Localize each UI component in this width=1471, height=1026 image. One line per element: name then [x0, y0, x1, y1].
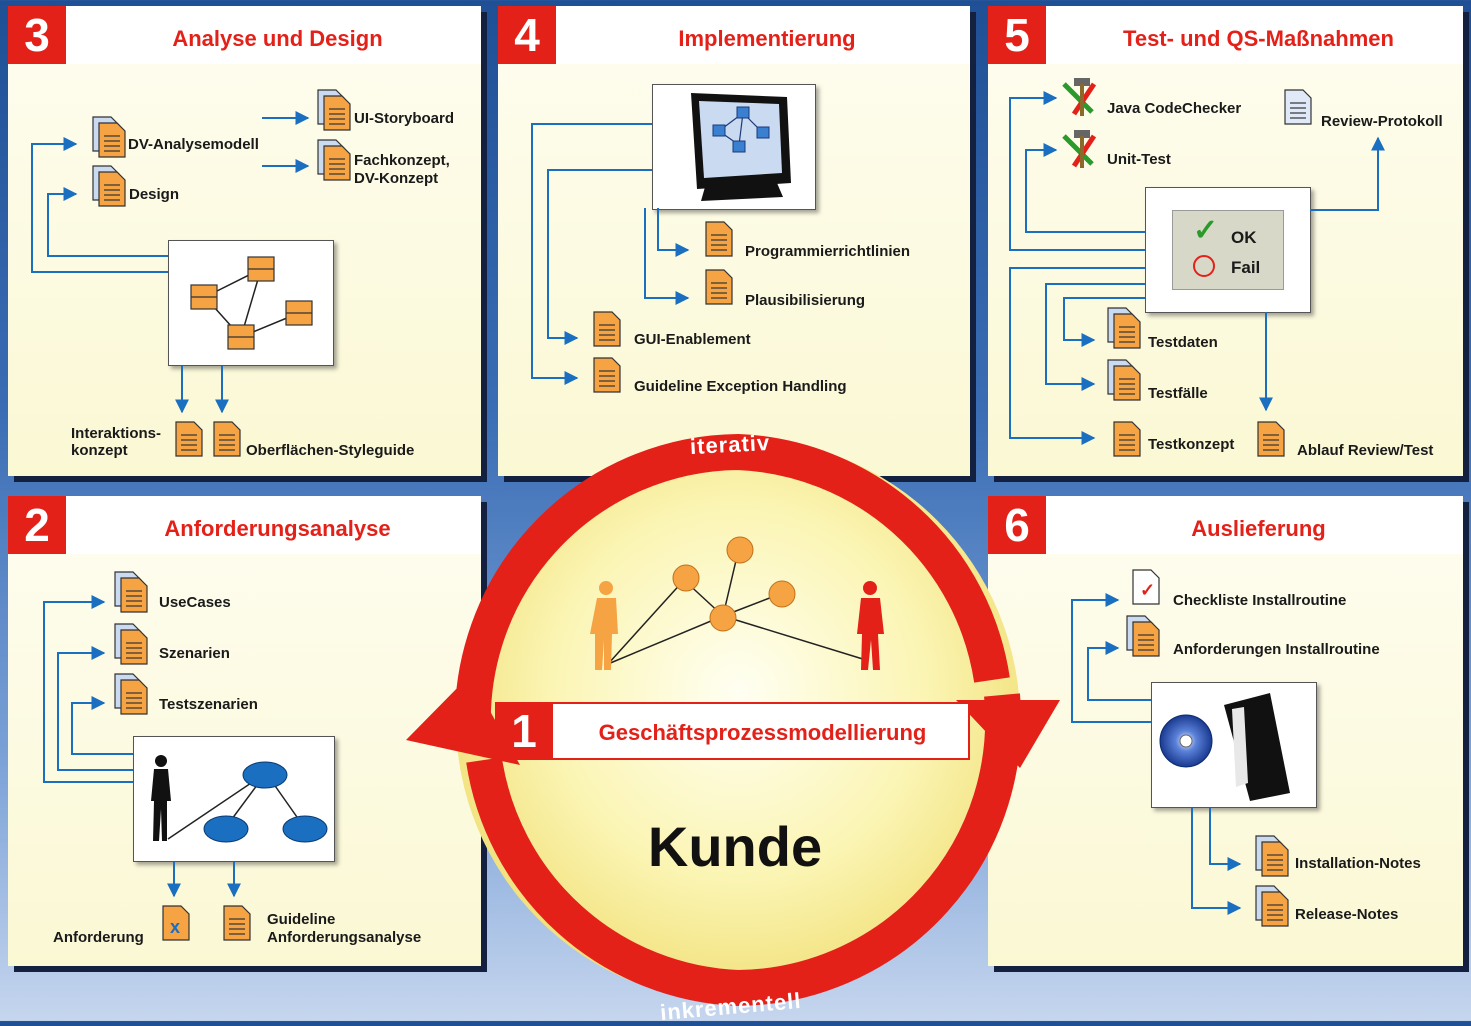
process-bar: 1 Geschäftsprozessmodellierung — [495, 702, 970, 760]
fail-circle-icon — [1193, 255, 1215, 277]
label-ok: OK — [1231, 228, 1257, 247]
usecase-diagram-box — [133, 736, 335, 862]
label-dv-analysemodell: DV-Analysemodell — [128, 136, 259, 153]
label-interaktionskonzept-1: Interaktions- — [71, 425, 162, 442]
label-design: Design — [129, 186, 180, 203]
delivery-box — [1151, 682, 1317, 808]
label-release-notes: Release-Notes — [1295, 906, 1399, 923]
process-number: 1 — [495, 702, 553, 760]
label-anforderung: Anforderung — [53, 929, 144, 946]
test-result-panel: ✓ OK Fail — [1172, 210, 1284, 290]
label-dv-konzept: DV-Konzept — [354, 170, 439, 187]
label-programmierrichtlinien: Programmierrichtlinien — [745, 243, 911, 260]
person-icon — [857, 581, 884, 670]
panel-title: Analyse und Design — [172, 26, 383, 51]
label-interaktionskonzept-2: konzept — [71, 442, 128, 459]
panel-title: Implementierung — [678, 26, 856, 51]
check-icon: ✓ — [1193, 214, 1219, 247]
panel-implementierung: 4 Implementierung — [498, 6, 970, 476]
label-anforderungen-installroutine: Anforderungen Installroutine — [1173, 641, 1380, 658]
panel-title: Anforderungsanalyse — [164, 516, 391, 541]
label-testkonzept: Testkonzept — [1148, 436, 1235, 453]
label-gui-enablement: GUI-Enablement — [634, 331, 751, 348]
label-checkliste-installroutine: Checkliste Installroutine — [1173, 592, 1347, 609]
test-result-box: ✓ OK Fail — [1145, 187, 1311, 313]
cd-binder-icon — [1159, 693, 1290, 801]
panel-header — [988, 496, 1463, 554]
label-usecases: UseCases — [159, 594, 231, 611]
label-exception-handling: Guideline Exception Handling — [634, 378, 847, 395]
panel-title: Test- und QS-Maßnahmen — [1123, 26, 1394, 51]
step-badge: 3 — [8, 6, 66, 64]
step-badge: 5 — [988, 6, 1046, 64]
label-unit-test: Unit-Test — [1107, 151, 1171, 168]
top-arc-label: iterativ — [689, 429, 771, 460]
step-badge: 2 — [8, 496, 66, 554]
label-testfaelle: Testfälle — [1148, 385, 1208, 402]
monitor-icon — [691, 93, 791, 201]
label-guideline-anforderungsanalyse: Anforderungsanalyse — [267, 929, 422, 946]
usecase-diagram-icon — [151, 755, 328, 843]
label-installation-notes: Installation-Notes — [1295, 855, 1421, 872]
label-testszenarien: Testszenarien — [159, 696, 258, 713]
class-diagram-icon — [190, 256, 313, 350]
panel-header — [498, 6, 970, 64]
label-review-protokoll: Review-Protokoll — [1321, 113, 1443, 130]
label-fail: Fail — [1231, 258, 1261, 277]
step-badge: 4 — [498, 6, 556, 64]
label-testdaten: Testdaten — [1148, 334, 1218, 351]
cycle-arrow-head-right — [956, 700, 1060, 768]
panel-anforderungsanalyse: 2 Anforderungsanalyse — [8, 496, 481, 966]
person-icon — [151, 755, 171, 841]
panel-header — [8, 6, 481, 64]
monitor-box — [652, 84, 816, 210]
center-cycle — [406, 433, 1060, 1007]
label-szenarien: Szenarien — [159, 645, 230, 662]
label-ablauf-review-test: Ablauf Review/Test — [1297, 442, 1434, 459]
panel-header — [988, 6, 1463, 64]
label-styleguide: Oberflächen-Styleguide — [246, 442, 415, 459]
panel-title: Auslieferung — [1191, 516, 1326, 541]
label-guideline: Guideline — [267, 911, 336, 928]
cycle-arrow-head-left — [406, 675, 520, 765]
label-ui-storyboard: UI-Storyboard — [354, 110, 455, 127]
panel-header — [8, 496, 481, 554]
label-fachkonzept: Fachkonzept, — [354, 152, 450, 169]
label-java-codechecker: Java CodeChecker — [1107, 100, 1242, 117]
person-icon — [590, 581, 618, 670]
step-badge: 6 — [988, 496, 1046, 554]
class-diagram-box — [168, 240, 334, 366]
kunde-label: Kunde — [647, 815, 823, 878]
process-title: Geschäftsprozessmodellierung — [598, 720, 927, 745]
label-plausibilisierung: Plausibilisierung — [745, 292, 866, 309]
